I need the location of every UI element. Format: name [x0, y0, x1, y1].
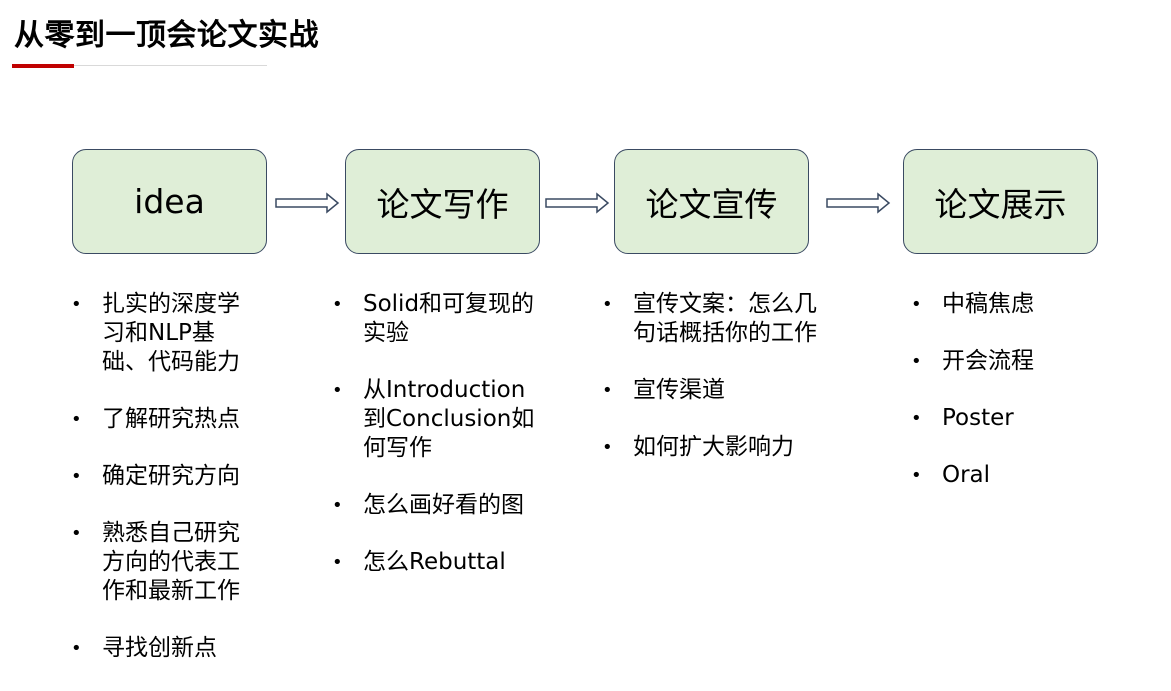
stage-box-writing: 论文写作 — [345, 149, 540, 254]
list-item: 宣传文案：怎么几句话概括你的工作 — [601, 290, 836, 348]
title-divider — [12, 65, 267, 66]
presentation-bullet-list: 中稿焦虑 开会流程 Poster Oral — [910, 290, 1130, 518]
list-item: 如何扩大影响力 — [601, 433, 836, 462]
promotion-bullet-list: 宣传文案：怎么几句话概括你的工作 宣传渠道 如何扩大影响力 — [601, 290, 836, 490]
list-item: 确定研究方向 — [70, 462, 260, 491]
list-item: Oral — [910, 461, 1130, 490]
flow-arrow-1 — [275, 192, 340, 214]
flow-arrow-3 — [826, 192, 891, 214]
list-item: 怎么画好看的图 — [331, 491, 546, 520]
list-item: 怎么Rebuttal — [331, 548, 546, 577]
slide-title: 从零到一顶会论文实战 — [14, 18, 319, 53]
idea-bullet-list: 扎实的深度学习和NLP基础、代码能力 了解研究热点 确定研究方向 熟悉自己研究方… — [70, 290, 260, 691]
stage-label: 论文展示 — [934, 184, 1067, 224]
list-item: 寻找创新点 — [70, 634, 260, 663]
list-item: 从Introduction到Conclusion如何写作 — [331, 376, 546, 463]
stage-label: 论文写作 — [376, 184, 509, 224]
list-item: 中稿焦虑 — [910, 290, 1130, 319]
list-item: Poster — [910, 404, 1130, 433]
stage-box-promotion: 论文宣传 — [614, 149, 809, 254]
stage-box-idea: idea — [72, 149, 267, 254]
title-accent-bar — [12, 64, 74, 68]
writing-bullet-list: Solid和可复现的实验 从Introduction到Conclusion如何写… — [331, 290, 546, 605]
list-item: 熟悉自己研究方向的代表工作和最新工作 — [70, 519, 260, 606]
stage-label: idea — [134, 182, 205, 221]
list-item: Solid和可复现的实验 — [331, 290, 546, 348]
list-item: 宣传渠道 — [601, 376, 836, 405]
list-item: 扎实的深度学习和NLP基础、代码能力 — [70, 290, 260, 377]
flow-arrow-2 — [545, 192, 610, 214]
stage-box-presentation: 论文展示 — [903, 149, 1098, 254]
list-item: 了解研究热点 — [70, 405, 260, 434]
list-item: 开会流程 — [910, 347, 1130, 376]
stage-label: 论文宣传 — [645, 184, 778, 224]
